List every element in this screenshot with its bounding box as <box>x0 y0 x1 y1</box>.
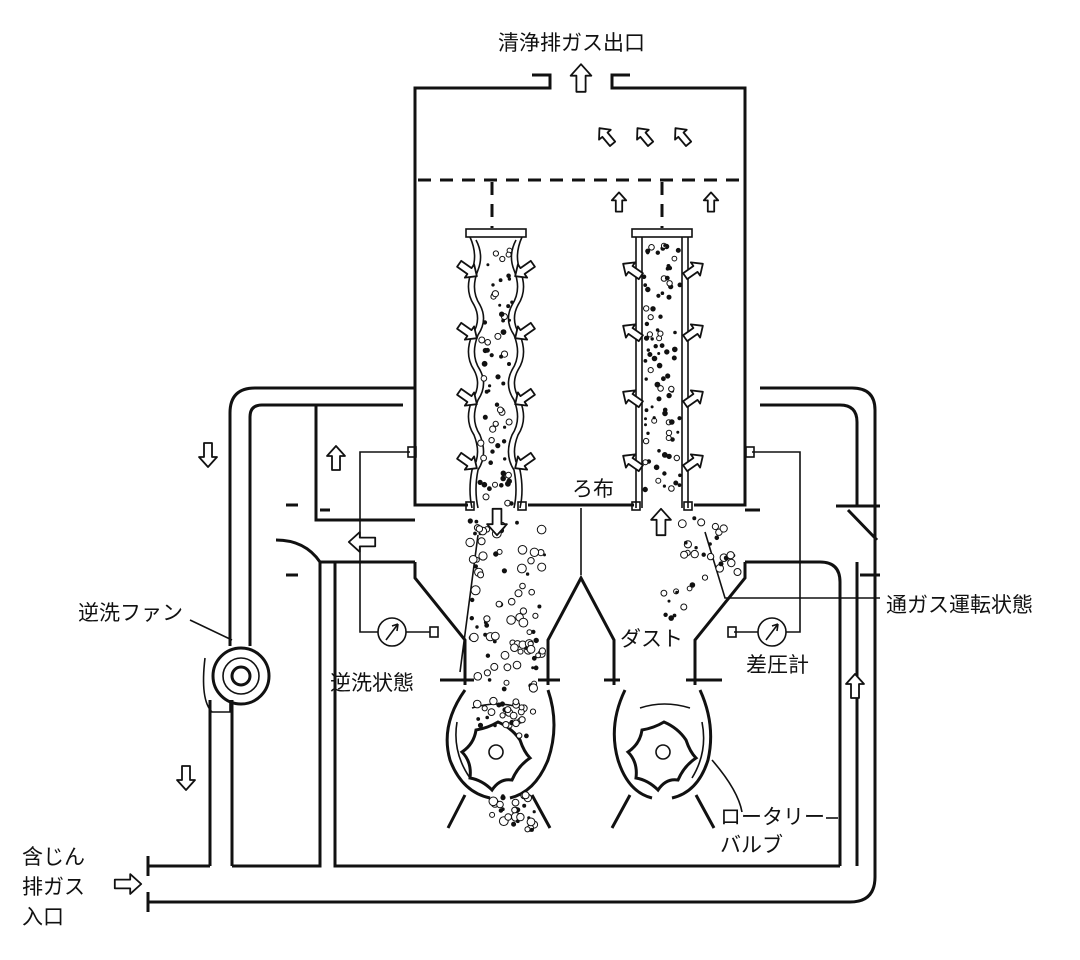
flow-arrow-icon <box>198 442 218 468</box>
flow-arrow-icon <box>674 127 693 147</box>
filter-cloth-label: ろ布 <box>572 477 614 501</box>
flow-arrow-icon <box>845 673 865 699</box>
piping <box>146 386 880 912</box>
flow-arrow-icon <box>682 453 704 473</box>
flow-arrow-icon <box>514 321 536 341</box>
flow-arrow-icon <box>514 451 536 471</box>
inlet-label-line2: 排ガス <box>22 875 85 899</box>
clean-gas-chamber <box>413 73 747 388</box>
flow-arrows <box>113 63 865 895</box>
flow-arrow-icon <box>622 453 644 473</box>
rotary-valve-label-line2: バルブ <box>720 833 783 857</box>
flow-arrow-icon <box>456 387 478 407</box>
dust-particles <box>465 242 742 833</box>
flow-arrow-icon <box>176 765 196 791</box>
inlet-label-line3: 入口 <box>22 905 64 929</box>
pressure-gauge-icon <box>377 617 407 647</box>
flow-arrow-icon <box>682 389 704 409</box>
clean-gas-outlet-label: 清浄排ガス出口 <box>498 31 645 55</box>
flow-arrow-icon <box>514 259 536 279</box>
flow-arrow-icon <box>347 531 377 553</box>
rotor-icon <box>459 720 533 793</box>
flow-arrow-icon <box>569 63 593 93</box>
flow-arrow-icon <box>650 507 672 537</box>
flow-arrow-icon <box>636 127 655 147</box>
dust-label: ダスト <box>620 627 683 651</box>
flow-arrow-icon <box>610 191 628 213</box>
flow-arrow-icon <box>702 191 720 213</box>
pressure-gauge-right <box>727 446 801 647</box>
flow-arrow-icon <box>622 323 644 343</box>
flow-arrow-icon <box>514 387 536 407</box>
flow-arrow-icon <box>456 259 478 279</box>
diff-pressure-gauge-label: 差圧計 <box>746 653 809 677</box>
flow-arrow-icon <box>113 873 143 895</box>
backwash-fan <box>202 646 271 713</box>
gas-flow-state-label: 通ガス運転状態 <box>886 593 1033 617</box>
flow-arrow-icon <box>622 389 644 409</box>
flow-arrow-icon <box>456 451 478 471</box>
rotary-valve-right <box>610 689 716 829</box>
pressure-gauge-icon <box>757 617 787 647</box>
flow-arrow-icon <box>682 323 704 343</box>
rotary-valve-label-line1: ロータリー <box>720 805 825 829</box>
rotor-icon <box>625 720 699 793</box>
flow-arrow-icon <box>598 127 617 147</box>
flow-arrow-icon <box>326 445 346 471</box>
flow-arrow-icon <box>486 507 508 537</box>
backwash-fan-label: 逆洗ファン <box>78 601 183 625</box>
flow-arrow-icon <box>622 261 644 281</box>
dirty-gas-chamber <box>413 388 747 685</box>
inlet-label-line1: 含じん <box>22 845 85 869</box>
flow-arrow-icon <box>456 321 478 341</box>
flow-arrow-icon <box>682 261 704 281</box>
backwash-state-label: 逆洗状態 <box>330 671 414 695</box>
